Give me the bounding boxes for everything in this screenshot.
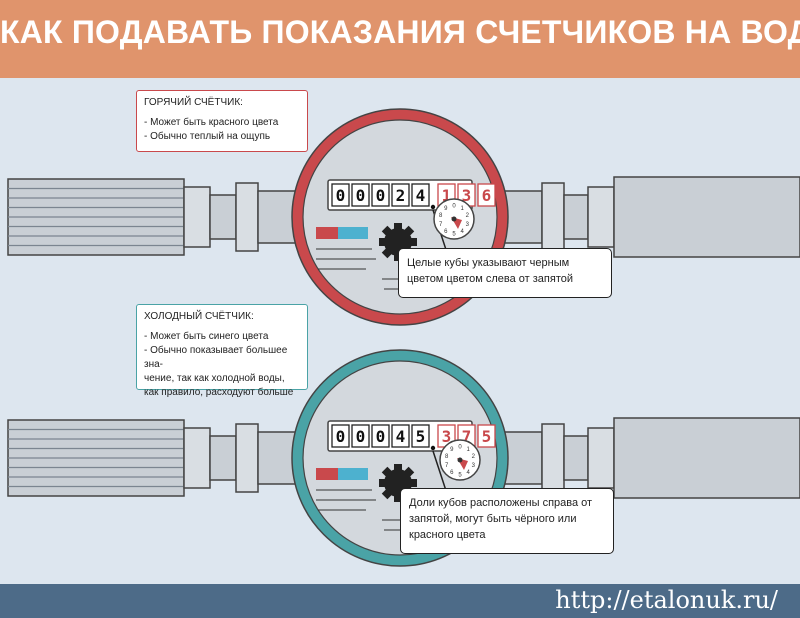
cold-red-digit: 7 (462, 427, 472, 446)
hot-black-digit: 2 (396, 186, 406, 205)
cold-black-digit-cell (411, 424, 430, 448)
hot-left-flange (235, 182, 259, 252)
hot-red-band (316, 227, 338, 239)
cold-meter-info-line-4: как правило, расходуют больше (144, 387, 294, 398)
cold-dial-label: 7 (445, 463, 449, 469)
cold-red-digit: 5 (482, 427, 492, 446)
cold-decimal-comma (430, 445, 436, 451)
footer-bar: http://etalonuk.ru/ (0, 584, 800, 618)
hot-right-nut (587, 186, 615, 248)
cold-black-digit: 4 (396, 427, 406, 446)
cold-black-digit-cell (371, 424, 390, 448)
cold-meter-info-line-3: чение, так как холодной воды, (144, 373, 285, 384)
hot-left-connector (209, 194, 237, 240)
cold-left-nut (183, 427, 211, 489)
cold-black-digit-cell (351, 424, 370, 448)
cold-right-pipe (613, 417, 800, 499)
cold-right-nut (587, 427, 615, 489)
cold-dial-label: 2 (472, 454, 476, 460)
header-banner: КАК ПОДАВАТЬ ПОКАЗАНИЯ СЧЕТЧИКОВ НА ВОДУ… (0, 0, 800, 78)
cold-gear-tooth (394, 494, 402, 502)
cold-black-digit-cell (331, 424, 350, 448)
hot-black-digit-cell (391, 183, 410, 207)
hot-meter-info-title: ГОРЯЧИЙ СЧЁТЧИК: (144, 97, 243, 108)
hot-left-nut (183, 186, 211, 248)
hot-black-digit-cell (371, 183, 390, 207)
hot-dial-label: 8 (439, 213, 443, 219)
page-title: КАК ПОДАВАТЬ ПОКАЗАНИЯ СЧЕТЧИКОВ НА ВОДУ… (0, 14, 800, 50)
hot-gear-tooth (394, 223, 402, 231)
hot-black-digit: 0 (336, 186, 346, 205)
hot-meter-info: ГОРЯЧИЙ СЧЁТЧИК: - Может быть красного ц… (136, 90, 308, 152)
cold-meter-info-title: ХОЛОДНЫЙ СЧЁТЧИК: (144, 311, 254, 322)
hot-dial-hub (451, 216, 457, 222)
hot-right-connector (563, 194, 589, 240)
cold-dial-label: 6 (450, 470, 454, 476)
fraction-cubes-callout: Доли кубов расположены справа от запятой… (400, 488, 614, 554)
cold-dial-label: 4 (467, 470, 471, 476)
hot-dial-label: 4 (461, 229, 465, 235)
hot-red-digit-cell (477, 183, 496, 207)
hot-right-pipe (613, 176, 800, 258)
cold-black-digit: 0 (336, 427, 346, 446)
hot-black-digit: 4 (416, 186, 426, 205)
hot-dial-label: 9 (444, 206, 448, 212)
cold-black-digit: 0 (376, 427, 386, 446)
cold-gear-tooth (394, 464, 402, 472)
hot-dial-label: 1 (461, 206, 465, 212)
hot-right-flange (541, 182, 565, 252)
hot-dial-label: 5 (452, 232, 456, 238)
hot-meter-info-line-2: - Обычно теплый на ощупь (144, 131, 271, 142)
cold-red-digit: 3 (442, 427, 452, 446)
cold-dial-label: 1 (467, 447, 471, 453)
cold-left-flange (235, 423, 259, 493)
cold-dial-label: 5 (458, 473, 462, 479)
cold-dial-label: 9 (450, 447, 454, 453)
hot-dial-label: 7 (439, 222, 443, 228)
cold-dial-label: 3 (472, 463, 476, 469)
cold-red-digit-cell (477, 424, 496, 448)
hot-black-digit-cell (411, 183, 430, 207)
cold-dial-hub (457, 457, 463, 463)
hot-black-digit: 0 (376, 186, 386, 205)
hot-black-digit: 0 (356, 186, 366, 205)
hot-dial-label: 6 (444, 229, 448, 235)
cold-blue-band (338, 468, 368, 480)
hot-dial-label: 2 (466, 213, 470, 219)
cold-dial-label: 0 (458, 445, 462, 451)
hot-meter-info-line-1: - Может быть красного цвета (144, 117, 279, 128)
whole-cubes-callout: Целые кубы указывают черным цветом цвето… (398, 248, 612, 298)
cold-left-connector (209, 435, 237, 481)
cold-right-flange (541, 423, 565, 493)
cold-black-digit: 5 (416, 427, 426, 446)
cold-meter-info-line-1: - Может быть синего цвета (144, 331, 269, 342)
cold-black-digit-cell (391, 424, 410, 448)
hot-red-digit: 1 (442, 186, 452, 205)
cold-black-digit: 0 (356, 427, 366, 446)
cold-meter-info-line-2: - Обычно показывает большее зна- (144, 345, 288, 370)
hot-red-digit: 3 (462, 186, 472, 205)
hot-blue-band (338, 227, 368, 239)
site-url: http://etalonuk.ru/ (555, 586, 778, 614)
hot-decimal-comma (430, 204, 436, 210)
hot-black-digit-cell (351, 183, 370, 207)
cold-meter-info: ХОЛОДНЫЙ СЧЁТЧИК: - Может быть синего цв… (136, 304, 308, 398)
hot-black-digit-cell (331, 183, 350, 207)
cold-red-band (316, 468, 338, 480)
hot-dial-label: 3 (466, 222, 470, 228)
cold-dial-label: 8 (445, 454, 449, 460)
cold-right-connector (563, 435, 589, 481)
hot-dial-label: 0 (452, 204, 456, 210)
hot-red-digit: 6 (482, 186, 492, 205)
